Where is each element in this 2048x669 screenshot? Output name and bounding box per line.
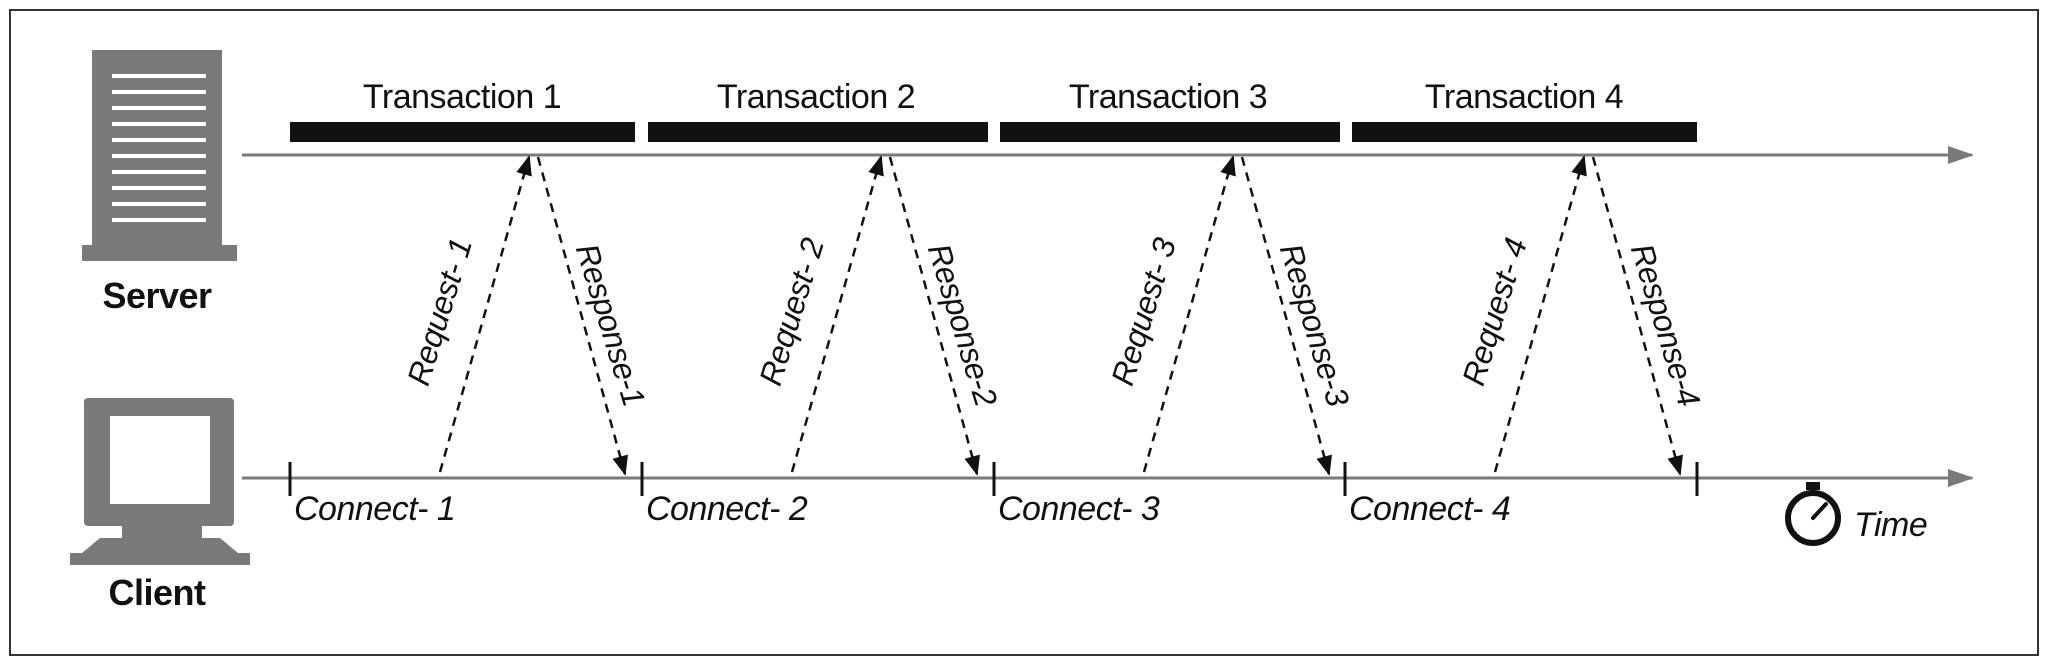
transaction-bar	[1352, 122, 1697, 142]
request-arrow	[438, 155, 532, 473]
transaction-bar	[1000, 122, 1340, 142]
connect-label: Connect- 1	[294, 490, 455, 528]
request-label: Request- 3	[1104, 233, 1183, 389]
transaction-title: Transaction 3	[1069, 78, 1267, 116]
request-label: Request- 2	[752, 233, 831, 389]
transaction-bar	[648, 122, 988, 142]
diagram-frame	[9, 9, 2039, 656]
transaction-2: Transaction 2 Request- 2 Response-2 Conn…	[646, 78, 1004, 528]
request-arrow	[1142, 155, 1236, 473]
server-label: Server	[102, 275, 212, 316]
transaction-4: Transaction 4 Request- 4 Response-4 Conn…	[1349, 78, 1707, 528]
transaction-1: Transaction 1 Request- 1 Response-1 Conn…	[290, 78, 652, 528]
connect-label: Connect- 3	[998, 490, 1160, 528]
transaction-title: Transaction 4	[1425, 78, 1623, 116]
client-label: Client	[108, 572, 206, 613]
connect-label: Connect- 4	[1349, 490, 1510, 528]
transaction-title: Transaction 2	[717, 78, 915, 116]
transaction-bar	[290, 122, 635, 142]
request-arrow	[790, 155, 884, 473]
response-arrow	[1240, 156, 1332, 476]
connect-label: Connect- 2	[646, 490, 808, 528]
response-arrow	[888, 156, 980, 476]
response-label: Response-1	[569, 239, 652, 410]
time-label: Time	[1854, 506, 1927, 544]
transaction-3: Transaction 3 Request- 3 Response-3 Conn…	[998, 78, 1356, 528]
stopwatch-icon	[1785, 482, 1841, 546]
response-label: Response-3	[1273, 239, 1357, 410]
client-computer-icon	[70, 398, 250, 565]
response-arrow	[536, 156, 628, 476]
request-arrow	[1493, 155, 1587, 473]
server-icon	[82, 50, 237, 261]
response-label: Response-2	[921, 239, 1005, 410]
response-arrow	[1591, 156, 1683, 476]
response-label: Response-4	[1624, 239, 1707, 410]
transaction-title: Transaction 1	[363, 78, 561, 116]
request-label: Request- 4	[1455, 234, 1534, 389]
request-label: Request- 1	[400, 234, 479, 389]
